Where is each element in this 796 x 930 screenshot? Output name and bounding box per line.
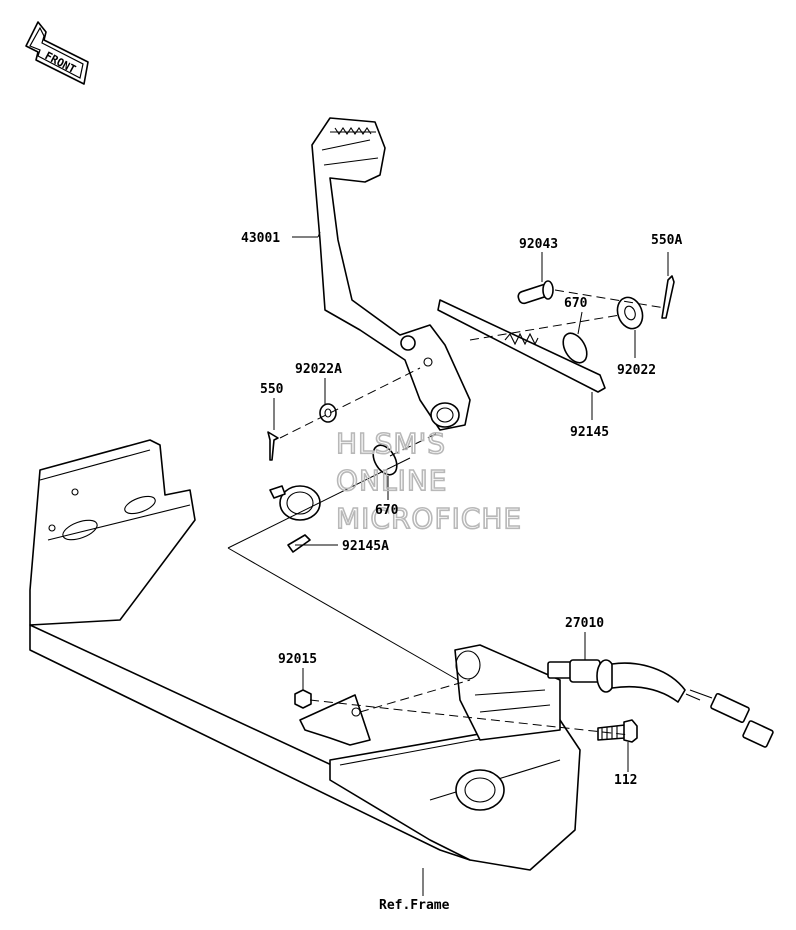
watermark: HLSM'S ONLINE MICROFICHE [335,426,522,536]
label-43001: 43001 [241,231,280,246]
label-670-top: 670 [564,296,588,311]
nut-92015 [294,689,312,709]
label-92022A: 92022A [295,362,342,377]
alignment-lines [227,289,666,736]
bolt-112 [597,719,638,743]
o-ring-top [562,332,588,364]
front-arrow-icon: FRONT [25,21,89,85]
label-92145A: 92145A [342,539,389,554]
label-27010: 27010 [565,616,604,631]
label-112: 112 [614,773,637,788]
label-550: 550 [260,382,284,397]
watermark-line3: MICROFICHE [336,502,522,535]
label-ref-frame: Ref.Frame [379,898,450,913]
label-92043: 92043 [519,237,558,252]
pivot-shaft [437,299,606,393]
part-labels: 43001 92043 550A 670 92022 92022A 550 92… [241,231,682,913]
label-92145: 92145 [570,425,609,440]
label-92022: 92022 [617,363,656,378]
brake-pedal [311,117,471,431]
label-92015: 92015 [278,652,317,667]
label-670-low: 670 [375,503,399,518]
frame [29,439,581,871]
switch-bracket [299,644,561,746]
label-550A: 550A [651,233,682,248]
brake-switch [547,659,774,748]
return-spring [269,485,321,553]
washer-92022A [319,403,337,423]
washer-92022 [616,296,644,330]
cotter-pin-550 [267,431,279,461]
cotter-pin-550A [661,275,675,319]
pin-92043 [517,280,554,305]
watermark-line2: ONLINE [336,464,447,497]
watermark-line1: HLSM'S [336,427,446,460]
leader-lines [273,231,669,896]
